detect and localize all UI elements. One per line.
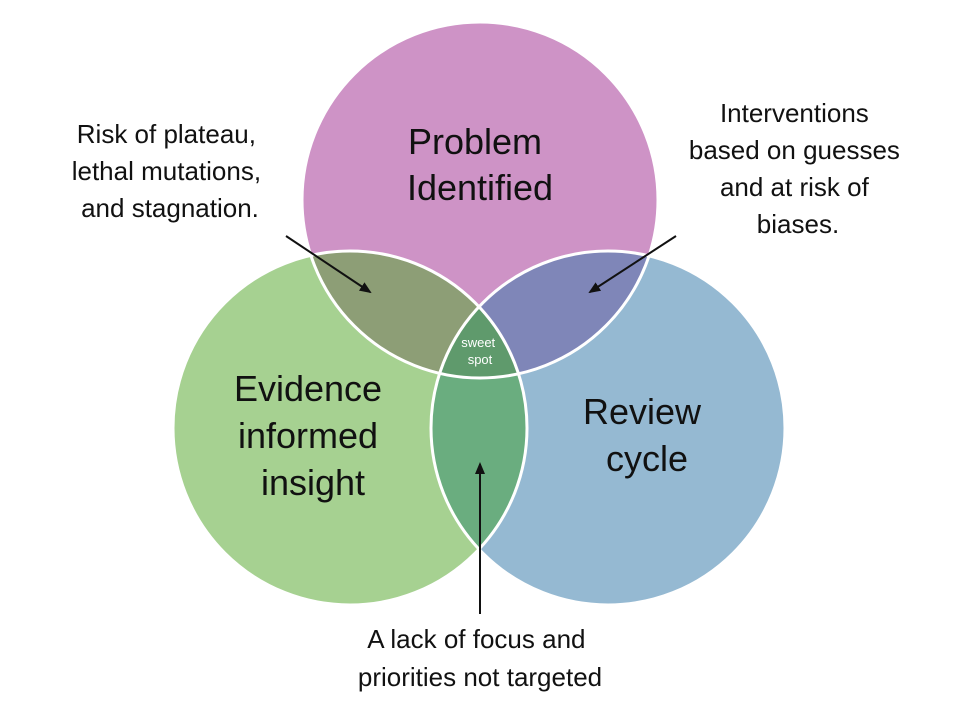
label-evidence-informed-insight: Evidence informed insight bbox=[234, 368, 392, 503]
callout-left-text: Risk of plateau, lethal mutations, and s… bbox=[72, 119, 269, 223]
callout-right-text: Interventions based on guesses and at ri… bbox=[689, 98, 907, 239]
callout-bottom-text: A lack of focus and priorities not targe… bbox=[358, 624, 602, 692]
arrow-right-callout bbox=[588, 235, 677, 294]
overlap-problem-review bbox=[431, 251, 658, 378]
arrow-left-callout bbox=[285, 235, 372, 294]
overlap-problem-evidence bbox=[302, 251, 527, 378]
label-review-cycle: Review cycle bbox=[583, 391, 711, 479]
label-problem-identified: Problem Identified bbox=[407, 121, 553, 208]
label-sweet-spot: sweet spot bbox=[461, 335, 499, 367]
